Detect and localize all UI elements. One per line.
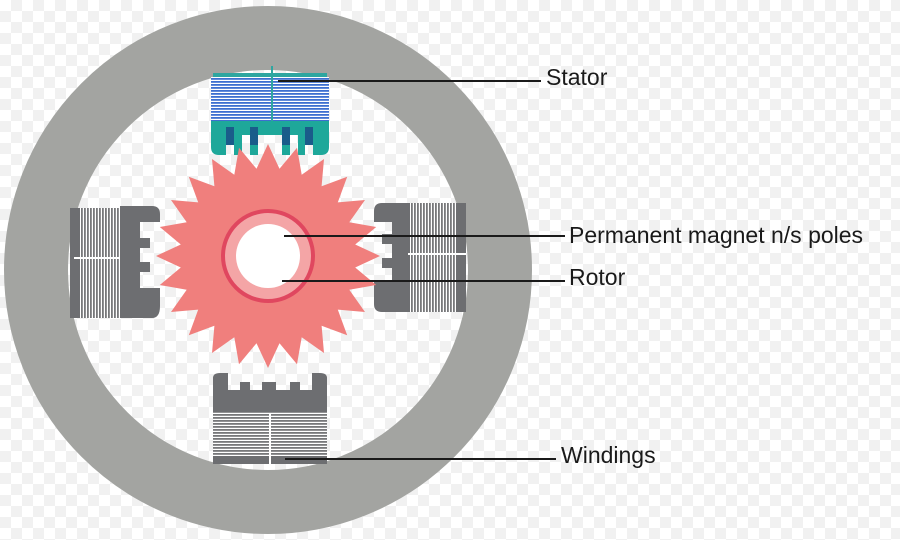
stator-pole-bottom xyxy=(213,373,327,466)
label-rotor: Rotor xyxy=(569,264,626,290)
stator-ring xyxy=(4,6,532,534)
stator-pole-top xyxy=(211,66,329,155)
winding-top xyxy=(211,77,329,122)
label-stator: Stator xyxy=(546,64,608,90)
label-permanent-magnet-poles: Permanent magnet n/s poles xyxy=(569,222,864,248)
stator-pole-right xyxy=(374,203,466,312)
label-windings: Windings xyxy=(561,442,656,468)
rotor-shaft-hole xyxy=(236,224,300,288)
stator-pole-left xyxy=(70,206,160,318)
winding-right xyxy=(410,203,458,312)
winding-left xyxy=(80,208,122,318)
